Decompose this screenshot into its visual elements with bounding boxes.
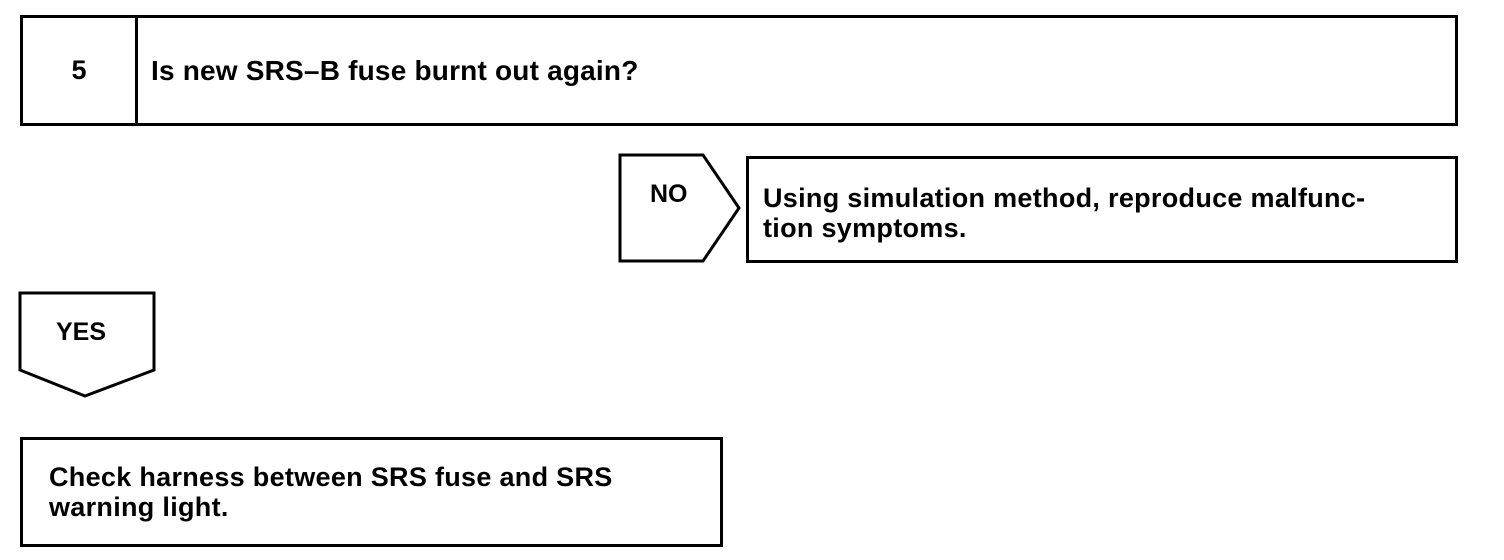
no-action-box: Using simulation method, reproduce malfu… [746, 156, 1458, 263]
step-number: 5 [23, 18, 138, 123]
question-box: 5 Is new SRS–B fuse burnt out again? [20, 15, 1458, 126]
no-action-line-1: Using simulation method, reproduce malfu… [763, 183, 1366, 213]
no-label: NO [650, 180, 688, 208]
no-arrow-shape [618, 153, 741, 263]
yes-label: YES [56, 318, 107, 346]
yes-arrow-shape [18, 291, 156, 398]
yes-action-box: Check harness between SRS fuse and SRS w… [20, 437, 723, 547]
step-question: Is new SRS–B fuse burnt out again? [151, 54, 639, 86]
no-action-line-2: tion symptoms. [763, 213, 967, 243]
yes-action-line-2: warning light. [49, 492, 229, 522]
yes-action-text: Check harness between SRS fuse and SRS w… [49, 462, 613, 522]
yes-action-line-1: Check harness between SRS fuse and SRS [49, 462, 613, 492]
no-action-text: Using simulation method, reproduce malfu… [763, 183, 1365, 243]
